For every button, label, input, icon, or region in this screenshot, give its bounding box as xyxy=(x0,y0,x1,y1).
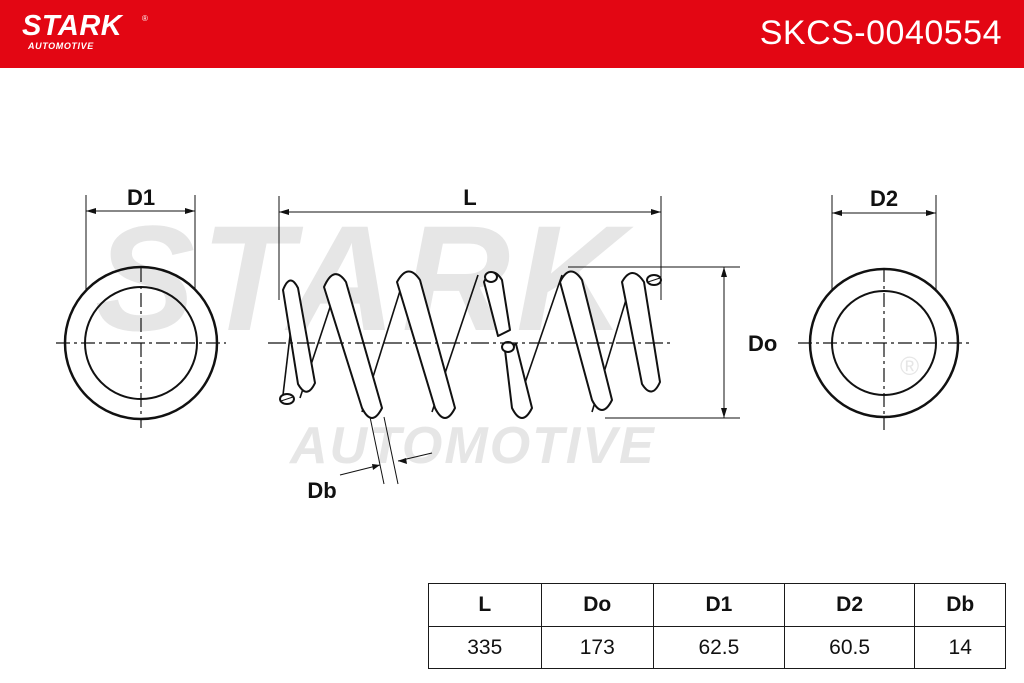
dimension-db xyxy=(339,416,433,485)
registered-mark: ® xyxy=(142,14,148,23)
end-view-d1 xyxy=(56,195,226,428)
brand-logo: STARK AUTOMOTIVE ® xyxy=(22,10,148,52)
label-do: Do xyxy=(748,331,777,356)
spec-value-d1: 62.5 xyxy=(653,626,785,669)
end-view-d2 xyxy=(798,195,970,430)
dimension-do xyxy=(568,266,740,419)
part-number: SKCS-0040554 xyxy=(759,14,1002,52)
watermark-registered: ® xyxy=(900,351,919,381)
spec-header-l: L xyxy=(428,583,542,627)
specs-table: L Do D1 D2 Db 335 173 62.5 60.5 14 xyxy=(428,583,1006,669)
watermark-main: STARK xyxy=(95,194,634,362)
spec-header-d2: D2 xyxy=(783,583,916,627)
spring-technical-drawing: STARK AUTOMOTIVE ® D1 D2 L xyxy=(56,185,970,503)
watermark-sub: AUTOMOTIVE xyxy=(288,417,656,475)
spec-value-db: 14 xyxy=(914,626,1006,669)
specs-value-row: 335 173 62.5 60.5 14 xyxy=(428,626,1006,669)
spec-header-db: Db xyxy=(914,583,1006,627)
label-l: L xyxy=(463,185,476,210)
header-bar: STARK AUTOMOTIVE ® SKCS-0040554 xyxy=(0,0,1024,68)
label-db: Db xyxy=(307,478,336,503)
spec-header-d1: D1 xyxy=(653,583,785,627)
brand-name: STARK xyxy=(22,10,123,42)
label-d1: D1 xyxy=(127,185,155,210)
spec-value-d2: 60.5 xyxy=(783,626,916,669)
spring-side-view xyxy=(279,270,662,419)
spec-header-do: Do xyxy=(540,583,655,627)
specs-header-row: L Do D1 D2 Db xyxy=(428,583,1006,627)
spec-value-l: 335 xyxy=(428,626,542,669)
spec-value-do: 173 xyxy=(540,626,655,669)
brand-subtitle: AUTOMOTIVE xyxy=(28,41,94,51)
label-d2: D2 xyxy=(870,186,898,211)
watermark: STARK AUTOMOTIVE ® xyxy=(95,194,919,475)
